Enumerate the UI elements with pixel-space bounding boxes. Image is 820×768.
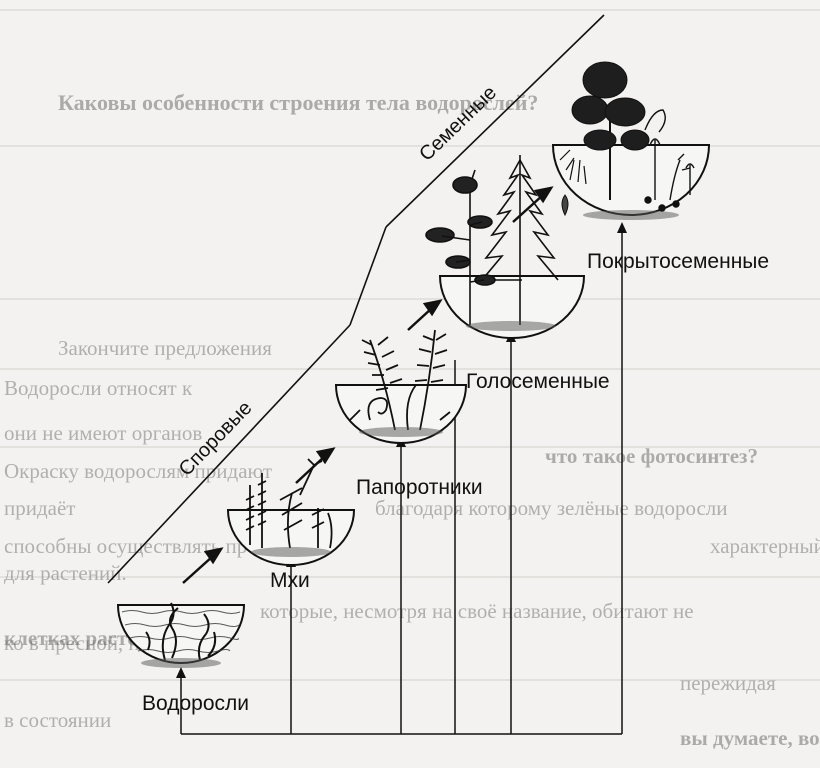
mosses-bowl [226, 458, 356, 566]
algae-icon [145, 602, 217, 661]
bg-text-line17: что такое фотосинтез? [545, 444, 758, 468]
progression-arrows [182, 186, 554, 584]
conifer-tree-icon [480, 155, 559, 325]
bg-text-line2: Закончите предложения [58, 336, 272, 360]
bg-text-line11: которые, несмотря на своё название, обит… [260, 599, 694, 623]
gymnosperms-bowl [425, 155, 586, 339]
label-angiosperms: Покрытосеменные [587, 250, 769, 273]
grass-icon [559, 149, 587, 185]
bg-text-line3: Водоросли относят к [4, 376, 193, 400]
bg-text-line15: вы думаете, возможен ли фотосинтез у пре… [680, 726, 820, 750]
flowers-icon [644, 109, 695, 212]
bg-text-line1: Каковы особенности строения тела водорос… [58, 90, 538, 115]
angiosperms-bowl [551, 61, 711, 220]
label-ferns: Папоротники [356, 476, 483, 499]
deciduous-tree-icon [571, 61, 650, 200]
algae-bowl [116, 602, 246, 668]
bg-text-line14: в состоянии [4, 708, 111, 732]
ferns-bowl [334, 329, 468, 444]
workbook-lines [0, 9, 820, 681]
bg-text-line7: благодаря которому зелёные водоросли [375, 496, 728, 520]
pine-tree-icon [425, 169, 496, 325]
bg-text-line4: они не имеют органов [4, 421, 202, 445]
bg-text-line10: для растений. [4, 561, 127, 585]
bg-text-line5: Окраску водорослям придают [4, 459, 272, 483]
moss-icon [245, 458, 333, 549]
bg-text-line9: характерный [710, 534, 820, 558]
group-boundary-lines [107, 14, 605, 584]
evolution-connectors [180, 228, 623, 735]
bg-text-line13: пережидая [680, 671, 776, 695]
bg-text-line6: придаёт [4, 496, 75, 520]
label-gymnosperms: Голосеменные [466, 370, 610, 393]
label-algae: Водоросли [142, 692, 249, 715]
fern-icon [349, 329, 451, 431]
label-mosses: Мхи [270, 569, 310, 592]
